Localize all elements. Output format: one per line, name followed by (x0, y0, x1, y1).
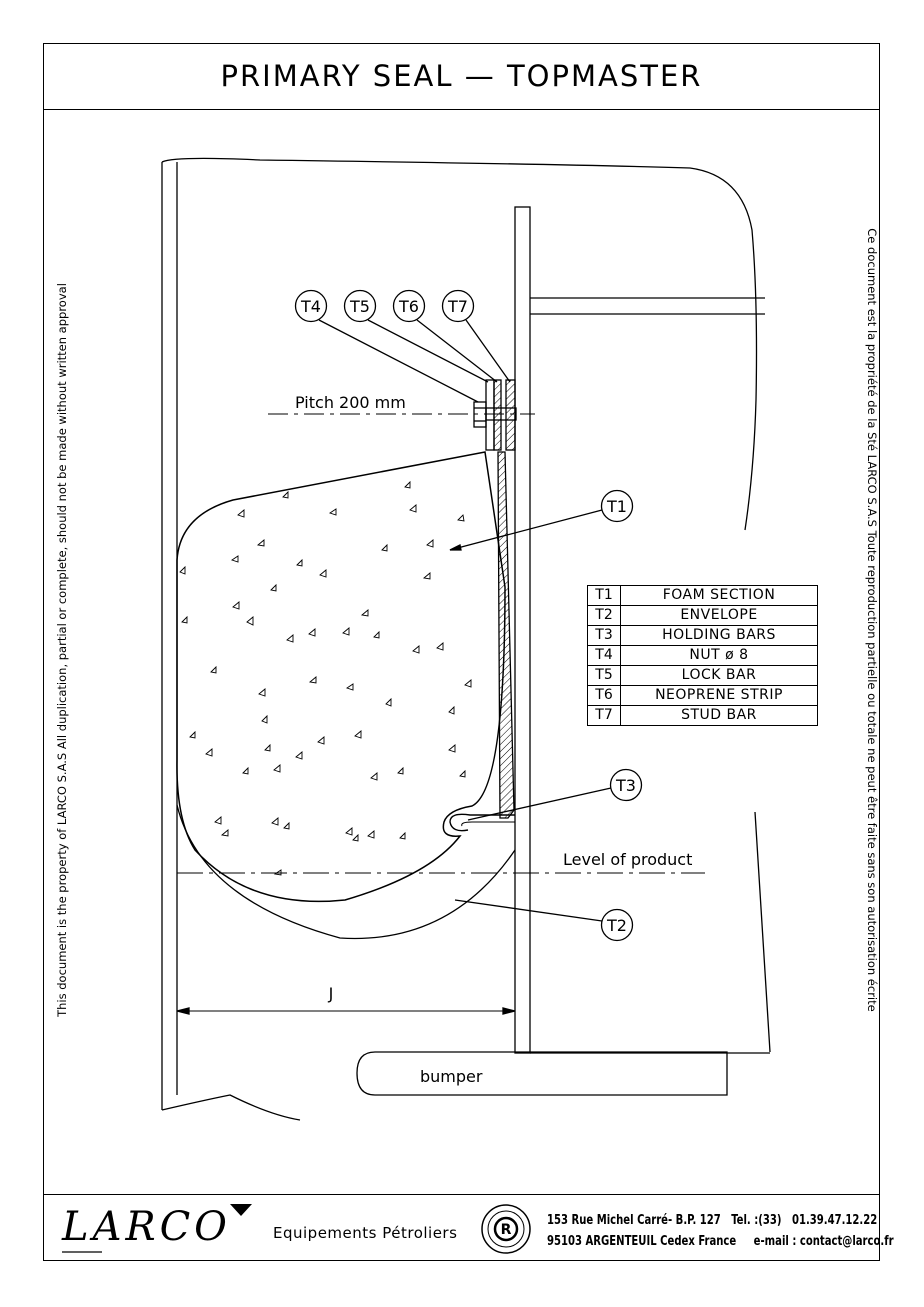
drawing-frame (43, 43, 880, 1261)
company-address: 153 Rue Michel Carré- B.P. 127 Tel. :(33… (547, 1210, 894, 1252)
company-name: Equipements Pétroliers (273, 1224, 458, 1242)
callout-t3-bubble (609, 768, 643, 802)
drawing-title: PRIMARY SEAL — TOPMASTER (220, 59, 703, 93)
callout-t4: T4 (300, 297, 321, 316)
legend-code: T2 (587, 605, 621, 626)
bolt-assembly (473, 379, 517, 451)
callout-t7: T7 (447, 297, 468, 316)
address-line-1: 153 Rue Michel Carré- B.P. 127 Tel. :(33… (547, 1213, 878, 1228)
foam-section (176, 451, 506, 903)
legend-desc: NEOPRENE STRIP (620, 685, 818, 706)
legend-desc: NUT ø 8 (620, 645, 818, 666)
callout-t7-bubble (441, 289, 475, 323)
callout-t1-bubble (600, 489, 634, 523)
callout-t2: T2 (606, 916, 627, 935)
footer-divider (43, 1194, 880, 1195)
callout-t2-bubble (600, 908, 634, 942)
legend-code: T3 (587, 625, 621, 646)
callout-t3: T3 (615, 776, 636, 795)
legend-desc: LOCK BAR (620, 665, 818, 686)
title-block: PRIMARY SEAL — TOPMASTER (43, 43, 880, 110)
dimension-j (176, 1007, 516, 1015)
foam-texture (179, 480, 472, 876)
address-line-2: 95103 ARGENTEUIL Cedex France e-mail : c… (547, 1234, 894, 1249)
envelope-strip (497, 451, 515, 819)
callout-t1: T1 (606, 497, 627, 516)
legend-desc: FOAM SECTION (620, 585, 818, 606)
callout-t5: T5 (349, 297, 370, 316)
logo-text: LARCO (62, 1204, 231, 1250)
emblem-letter: R (501, 1222, 512, 1238)
level-label: Level of product (563, 850, 692, 869)
roof-rim (514, 206, 771, 1054)
callout-t6: T6 (398, 297, 419, 316)
legend-code: T7 (587, 705, 621, 726)
holding-bar (449, 813, 515, 832)
callouts (294, 289, 643, 942)
pitch-label: Pitch 200 mm (295, 393, 406, 412)
legend-desc: ENVELOPE (620, 605, 818, 626)
bumper-label: bumper (420, 1067, 483, 1086)
envelope (176, 804, 516, 940)
legend-code: T4 (587, 645, 621, 666)
callout-t6-bubble (392, 289, 426, 323)
larco-logo: LARCO (62, 1202, 262, 1258)
legend-desc: HOLDING BARS (620, 625, 818, 646)
logo-accent-icon (62, 1204, 252, 1253)
callout-t5-bubble (343, 289, 377, 323)
legend-desc: STUD BAR (620, 705, 818, 726)
legend-code: T6 (587, 685, 621, 706)
bumper (356, 1051, 728, 1096)
dimension-j-label: J (328, 984, 334, 1003)
legend-code: T1 (587, 585, 621, 606)
legend-code: T5 (587, 665, 621, 686)
callout-t4-bubble (294, 289, 328, 323)
quality-emblem-icon: R (481, 1204, 531, 1254)
